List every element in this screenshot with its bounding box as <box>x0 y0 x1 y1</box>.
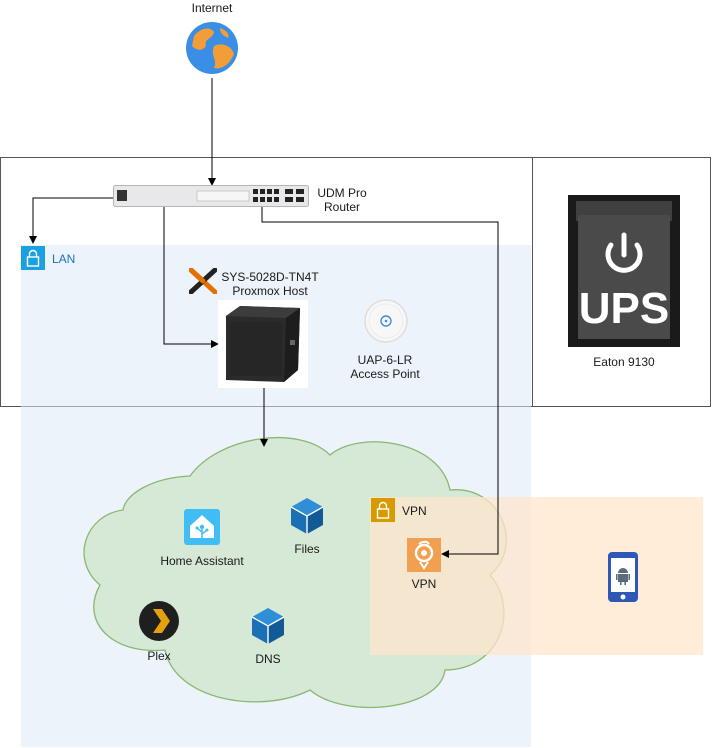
access-point-model: UAP-6-LR <box>357 353 413 367</box>
host-label: SYS-5028D-TN4T Proxmox Host <box>210 270 330 298</box>
router-role: Router <box>323 200 361 214</box>
router-name: UDM Pro <box>317 186 367 200</box>
internet-label: Internet <box>191 1 233 15</box>
globe-icon <box>186 22 238 74</box>
network-frame-right <box>532 157 711 407</box>
service-label-home-assistant: Home Assistant <box>160 554 244 568</box>
vpn-group-label: VPN <box>402 504 427 518</box>
wireguard-icon[interactable] <box>407 538 441 572</box>
access-point-label: UAP-6-LR Access Point <box>340 353 430 381</box>
lock-icon <box>21 246 45 270</box>
host-model: SYS-5028D-TN4T <box>221 270 319 284</box>
proxmox-x-icon <box>189 268 217 294</box>
cube-icon[interactable] <box>289 497 325 535</box>
lan-label: LAN <box>52 252 76 266</box>
host-role: Proxmox Host <box>232 284 308 298</box>
vpn-service-label: VPN <box>411 577 437 591</box>
home-assistant-icon[interactable] <box>184 509 220 545</box>
lock-icon <box>371 498 395 522</box>
vpn-group <box>370 497 703 655</box>
edge-router-vpn <box>261 207 499 558</box>
edge-router-lan <box>29 197 115 244</box>
rack-router-icon[interactable] <box>113 185 309 207</box>
ups-badge: UPS <box>578 284 670 333</box>
router-label: UDM Pro Router <box>304 186 380 214</box>
wifi-access-point-icon[interactable] <box>363 298 409 344</box>
service-label-plex: Plex <box>147 649 171 663</box>
plex-icon[interactable] <box>138 600 180 642</box>
cube-icon[interactable] <box>250 607 286 645</box>
edge-router-host <box>163 206 219 348</box>
service-label-dns: DNS <box>255 652 281 666</box>
ups-label: Eaton 9130 <box>593 355 655 369</box>
access-point-role: Access Point <box>350 367 420 381</box>
power-icon <box>568 195 680 347</box>
android-phone-icon[interactable] <box>607 551 639 603</box>
service-label-files: Files <box>294 542 320 556</box>
server-tower-icon[interactable] <box>218 300 308 388</box>
